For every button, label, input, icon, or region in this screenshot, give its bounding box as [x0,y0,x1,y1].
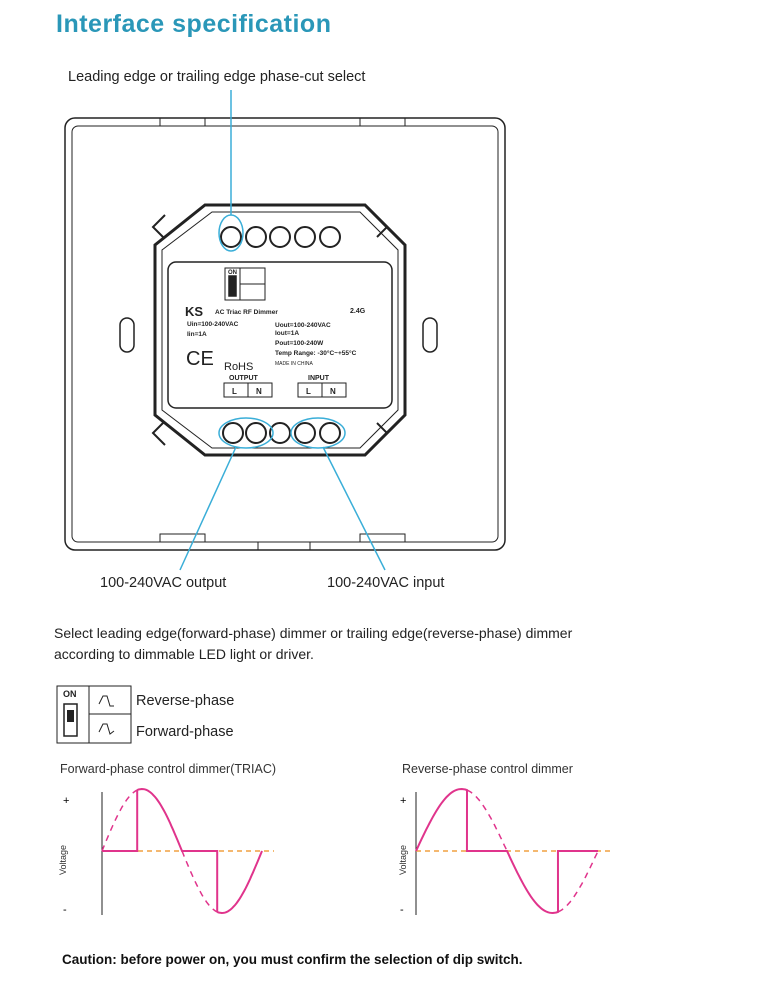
forward-plus: + [63,795,69,807]
reverse-phase-label: Reverse-phase [136,693,235,709]
waveform-charts: + - Voltage + - Voltage [58,787,610,916]
mounting-slot-left [119,317,135,353]
terminals-top [220,226,341,248]
ce-mark: CE [186,348,214,370]
conducted-wave [102,787,263,915]
callout-input: 100-240VAC input [327,575,445,591]
input-l: L [306,387,311,396]
output-n: N [256,387,262,396]
callout-output: 100-240VAC output [100,575,227,591]
reverse-chart-title: Reverse-phase control dimmer [402,762,573,776]
terminals-bottom [222,422,341,444]
page-title: Interface specification [56,10,332,38]
iout-text: Iout=1A [275,330,299,337]
dip-switch-legend: ON [56,685,132,744]
forward-ylabel: Voltage [58,845,68,875]
caution-note: Caution: before power on, you must confi… [62,952,523,967]
forward-minus: - [63,904,67,916]
input-text: INPUT [308,375,330,382]
reverse-wave-icon [98,695,114,707]
callout-lines [179,90,386,571]
temp-text: Temp Range: -30°C~+55°C [275,349,357,357]
blocked-wave [466,789,599,913]
uout-text: Uout=100-240VAC [275,322,331,329]
dip-on-label: ON [63,689,77,699]
forward-phase-label: Forward-phase [136,724,234,740]
product-label [167,261,393,409]
mounting-slot-right [422,317,438,353]
reverse-minus: - [400,904,404,916]
conducted-wave [415,787,598,915]
pout-text: Pout=100-240W [275,340,324,347]
description-line-1: Select leading edge(forward-phase) dimme… [54,625,573,641]
blocked-wave [101,789,218,913]
uin-text: Uin=100-240VAC [187,321,239,328]
reverse-ylabel: Voltage [398,845,408,875]
output-l: L [232,387,237,396]
output-text: OUTPUT [229,375,259,382]
reverse-phase-chart [415,787,610,915]
description-line-2: according to dimmable LED light or drive… [54,646,314,662]
forward-chart-title: Forward-phase control dimmer(TRIAC) [60,762,277,776]
input-n: N [330,387,336,396]
product-text: AC Triac RF Dimmer [215,309,278,316]
forward-wave-icon [98,723,115,735]
reverse-plus: + [400,795,406,807]
made-text: MADE IN CHINA [275,361,313,367]
freq-text: 2.4G [350,308,366,315]
iin-text: Iin=1A [187,331,207,338]
forward-phase-chart [101,787,274,915]
device-diagram: ON KS AC Triac RF Dimmer 2.4G Uin=100-24… [64,90,506,571]
brand-text: KS [185,304,203,319]
callout-phase-select: Leading edge or trailing edge phase-cut … [68,69,366,85]
rohs-text: RoHS [224,361,253,373]
dip-on-text: ON [228,270,237,276]
